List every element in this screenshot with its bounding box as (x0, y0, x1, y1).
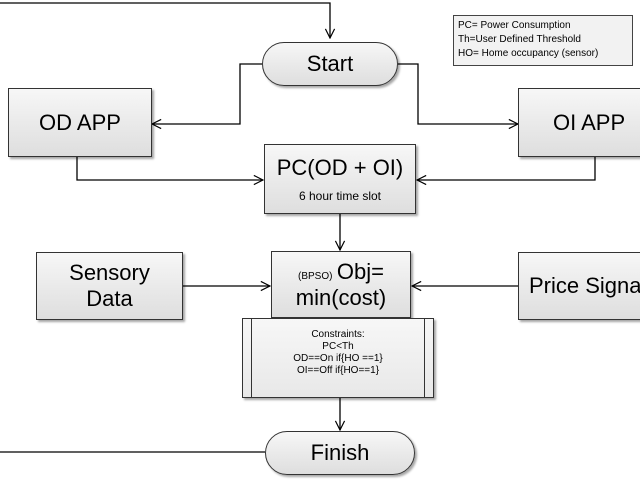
objective-eq: Obj= (336, 258, 384, 284)
constraints-title: Constraints: (311, 329, 365, 340)
legend-line-ho: HO= Home occupancy (sensor) (458, 48, 599, 59)
objective-line1: (BPSO) Obj= (298, 259, 384, 285)
pc-title: PC(OD + OI) (276, 155, 404, 180)
constraints-box: Constraints: PC<Th OD==On if{HO ==1} OI=… (242, 318, 434, 398)
price-signal-label: Price Signal (529, 273, 640, 298)
oi-app-node: OI APP (518, 88, 640, 157)
legend-line-pc: PC= Power Consumption (458, 20, 571, 31)
sensory-label-line2: Data (86, 286, 133, 311)
finish-node: Finish (265, 431, 415, 475)
legend-box: PC= Power Consumption Th=User Defined Th… (453, 15, 633, 66)
bpso-prefix: (BPSO) (298, 270, 333, 282)
constraint-od-on: OD==On if{HO ==1} (293, 353, 383, 364)
legend-line-th: Th=User Defined Threshold (458, 34, 581, 45)
od-app-label: OD APP (39, 109, 121, 135)
arrow-od-app-to-pc (76, 157, 263, 180)
arrow-loop-into-start (0, 2, 330, 38)
oi-app-label: OI APP (553, 109, 626, 135)
start-node: Start (262, 42, 398, 86)
finish-label: Finish (310, 440, 370, 465)
power-consumption-node: PC(OD + OI) 6 hour time slot (264, 144, 416, 214)
arrow-start-to-od-app (152, 63, 262, 124)
objective-min-cost: min(cost) (295, 284, 387, 310)
start-label: Start (306, 51, 354, 76)
arrow-start-to-oi-app (398, 63, 518, 124)
sensory-data-node: Sensory Data (36, 252, 183, 320)
pc-time-slot: 6 hour time slot (298, 189, 382, 203)
arrow-oi-app-to-pc (417, 157, 596, 180)
objective-node: (BPSO) Obj= min(cost) (271, 251, 411, 318)
price-signal-node: Price Signal (518, 252, 640, 320)
constraint-pc-th: PC<Th (322, 341, 354, 352)
constraint-oi-off: OI==Off if{HO==1} (296, 365, 380, 376)
od-app-node: OD APP (8, 88, 152, 157)
sensory-label-line1: Sensory (69, 260, 150, 285)
